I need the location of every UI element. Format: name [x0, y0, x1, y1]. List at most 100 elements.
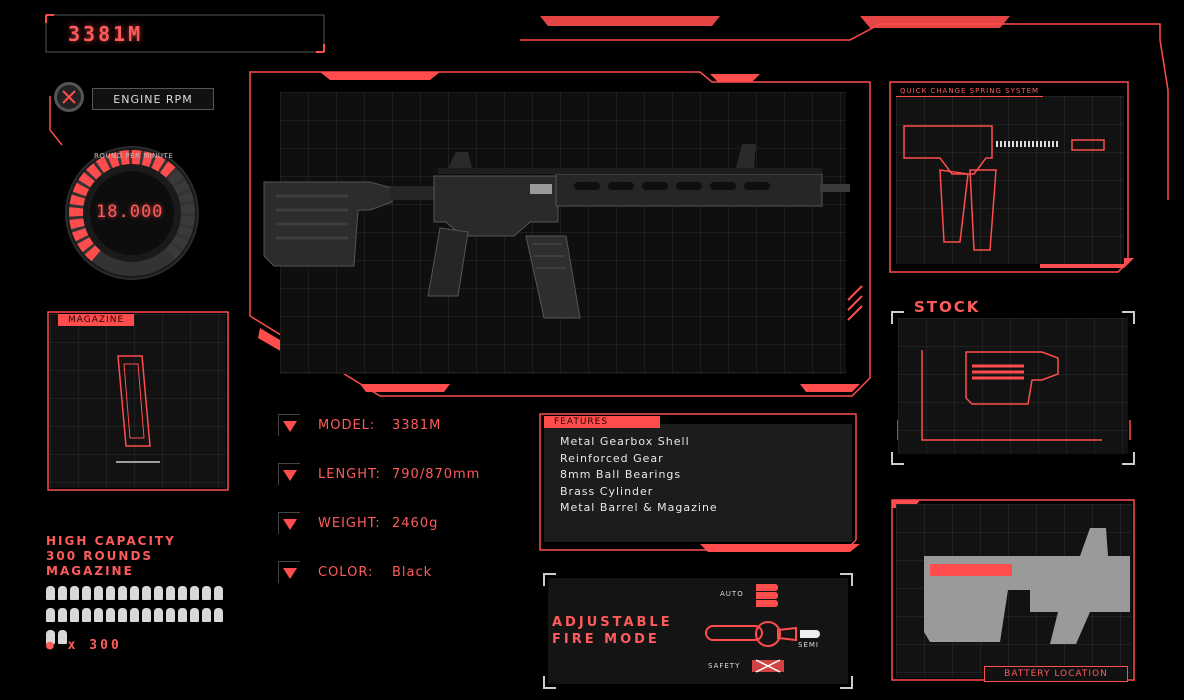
- bullet-icon: [58, 630, 67, 644]
- bullet-icon: [154, 586, 163, 600]
- magazine-headline: HIGH CAPACITY 300 ROUNDS MAGAZINE: [46, 534, 176, 579]
- spec-value: 2460g: [392, 515, 439, 531]
- spec-label: WEIGHT:: [318, 515, 381, 531]
- bullet-icon: [178, 586, 187, 600]
- spec-list: MODEL: 3381M LENGHT: 790/870mm WEIGHT: 2…: [278, 414, 480, 583]
- spring-diagram-icon: [903, 125, 1105, 251]
- bullet-icon: [142, 608, 151, 622]
- bullet-icon: [130, 608, 139, 622]
- rpm-gauge-segment: [77, 237, 94, 253]
- bullet-icon: [46, 586, 55, 600]
- rpm-gauge-segment: [72, 228, 89, 242]
- rpm-gauge-segment: [180, 203, 195, 214]
- features-tab: FEATURES: [544, 416, 660, 428]
- bullet-icon: [154, 608, 163, 622]
- triangle-marker-icon: [278, 414, 300, 436]
- model-code-title: 3381M: [68, 22, 144, 46]
- rpm-gauge-segment: [78, 172, 95, 188]
- rpm-gauge-segment: [176, 225, 193, 239]
- rpm-gauge-segment: [86, 163, 102, 180]
- spec-value: 3381M: [392, 417, 442, 433]
- rpm-gauge-segment: [160, 161, 176, 178]
- rpm-gauge-segment: [107, 152, 120, 169]
- spec-label: MODEL:: [318, 417, 376, 433]
- rpm-gauge-segment: [69, 218, 85, 230]
- fire-mode-title: ADJUSTABLE FIRE MODE: [552, 614, 673, 648]
- bullet-icon: [70, 608, 79, 622]
- stock-panel: [898, 318, 1128, 454]
- rpm-gauge-segment: [167, 169, 184, 186]
- fire-mode-title-line: ADJUSTABLE: [552, 615, 673, 630]
- magazine-headline-line: MAGAZINE: [46, 564, 134, 578]
- battery-diagram-icon: [924, 528, 1130, 644]
- magazine-headline-line: 300 ROUNDS: [46, 549, 154, 563]
- fire-selector-icon: [705, 584, 820, 673]
- triangle-marker-icon: [278, 561, 300, 583]
- auto-label: AUTO: [720, 590, 744, 598]
- rpm-gauge-segment: [69, 194, 86, 207]
- bullet-icon: [214, 586, 223, 600]
- rpm-gauge-segment: [131, 150, 142, 165]
- feature-item: Reinforced Gear: [560, 451, 664, 465]
- bullet-icon: [58, 586, 67, 600]
- bullet-icon: [82, 608, 91, 622]
- bullet-icon: [142, 586, 151, 600]
- fire-mode-panel: [548, 578, 848, 684]
- spec-row: WEIGHT: 2460g: [278, 512, 480, 534]
- bullet-grid: [46, 584, 236, 650]
- bullet-icon: [106, 608, 115, 622]
- spec-row: MODEL: 3381M: [278, 414, 480, 436]
- semi-label: SEMI: [798, 641, 819, 649]
- safety-label: SAFETY: [708, 662, 741, 670]
- rpm-gauge-segment: [141, 151, 154, 168]
- bullet-icon: [202, 608, 211, 622]
- spring-tab: QUICK CHANGE SPRING SYSTEM: [896, 86, 1044, 97]
- bullet-icon: [190, 586, 199, 600]
- rifle-image: [263, 144, 850, 319]
- magazine-tab: MAGAZINE: [58, 314, 135, 326]
- magazine-headline-line: HIGH CAPACITY: [46, 534, 176, 548]
- rpm-gauge-segment: [165, 243, 182, 260]
- rpm-gauge-segment: [179, 215, 195, 227]
- rpm-gauge-segment: [151, 155, 166, 172]
- rpm-gauge-segment: [95, 156, 111, 173]
- bullet-icon: [94, 608, 103, 622]
- bullet-icon: [202, 586, 211, 600]
- bullet-icon: [166, 586, 175, 600]
- rpm-value: 18.000: [96, 202, 164, 222]
- bullet-icon: [106, 586, 115, 600]
- bullet-icon: [58, 608, 67, 622]
- spec-value: 790/870mm: [392, 466, 481, 482]
- spec-label: COLOR:: [318, 564, 374, 580]
- spec-row: LENGHT: 790/870mm: [278, 463, 480, 485]
- bullet-icon: [130, 586, 139, 600]
- magazine-count: ● x 300: [46, 638, 122, 653]
- feature-item: Metal Barrel & Magazine: [560, 501, 718, 514]
- features-panel: [544, 424, 852, 542]
- feature-item: 8mm Ball Bearings: [560, 468, 682, 481]
- bullet-icon: [46, 630, 55, 644]
- bullet-icon: [214, 608, 223, 622]
- spec-label: LENGHT:: [318, 466, 381, 482]
- rpm-gauge-segment: [84, 245, 101, 262]
- bullet-icon: [190, 608, 199, 622]
- features-list: Metal Gearbox Shell Reinforced Gear 8mm …: [560, 434, 718, 517]
- spec-row: COLOR: Black: [278, 561, 480, 583]
- battery-location-label: BATTERY LOCATION: [984, 666, 1128, 682]
- bullet-icon: [118, 608, 127, 622]
- rpm-gauge-segment: [178, 191, 194, 204]
- spring-panel: [896, 96, 1124, 264]
- bullet-icon: [166, 608, 175, 622]
- bullet-icon: [178, 608, 187, 622]
- rpm-gauge-segment: [171, 234, 189, 250]
- spec-value: Black: [392, 564, 433, 580]
- weapon-viewer: [280, 92, 846, 374]
- bullet-icon: [82, 586, 91, 600]
- magazine-panel: [50, 314, 226, 488]
- bullet-icon: [46, 608, 55, 622]
- rpm-gauge-segment: [173, 179, 190, 194]
- rpm-gauge-segment: [119, 150, 130, 166]
- stock-diagram-icon: [921, 350, 1102, 441]
- triangle-marker-icon: [278, 463, 300, 485]
- rpm-caption: ROUND PER MINUTE: [94, 152, 174, 160]
